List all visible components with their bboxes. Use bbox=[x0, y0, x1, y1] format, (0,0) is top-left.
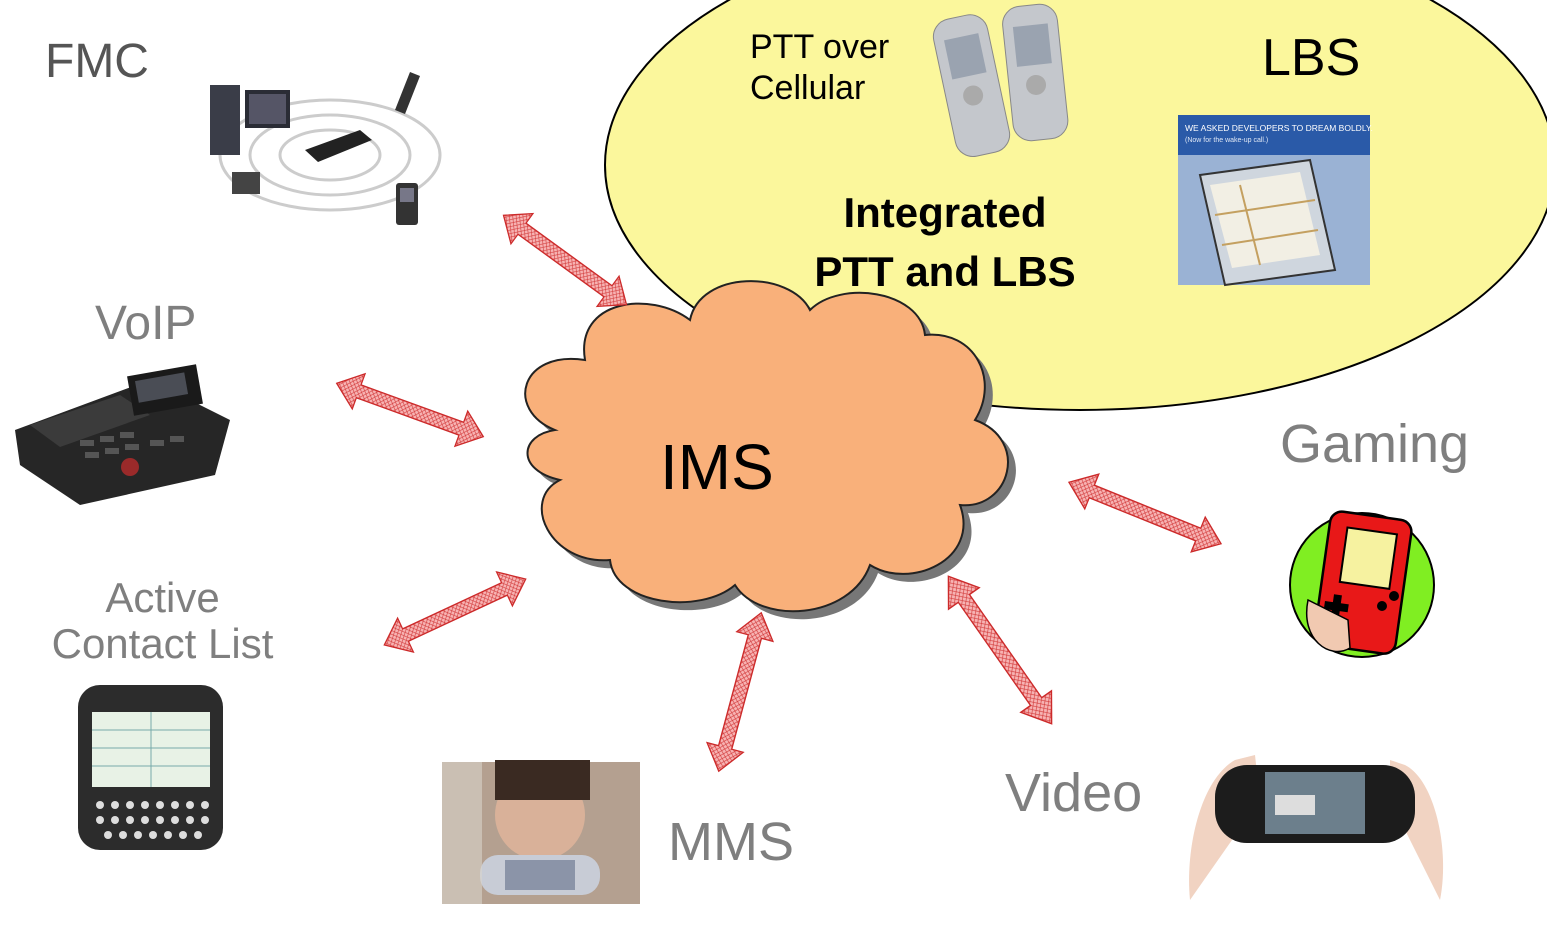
arrow-mms bbox=[700, 607, 780, 777]
voip-label: VoIP bbox=[95, 297, 197, 350]
ptt-over-cellular-label: PTT over Cellular bbox=[750, 27, 889, 110]
lbs-poster-subline: (Now for the wake-up call.) bbox=[1185, 137, 1268, 144]
ims-cloud bbox=[524, 280, 1009, 613]
video-psp-icon bbox=[1189, 755, 1444, 900]
lbs-map-poster: WE ASKED DEVELOPERS TO DREAM BOLDLY. (No… bbox=[1178, 115, 1373, 287]
lbs-poster-headline: WE ASKED DEVELOPERS TO DREAM BOLDLY. bbox=[1185, 123, 1373, 133]
ptt-line-2: Cellular bbox=[750, 69, 866, 108]
fmc-network-icon bbox=[210, 72, 442, 225]
mms-photo bbox=[442, 760, 640, 904]
ptt-line-1: PTT over bbox=[750, 28, 890, 66]
blackberry-icon bbox=[78, 685, 223, 850]
integrated-ptt-lbs-label: Integrated PTT and LBS bbox=[780, 184, 1110, 302]
active-contact-list-line-2: Contact List bbox=[51, 620, 274, 668]
integrated-line-1: Integrated bbox=[843, 189, 1047, 236]
ptt-phones-icon bbox=[932, 3, 1069, 157]
active-contact-list-label: Active Contact List bbox=[35, 574, 290, 668]
mms-label: MMS bbox=[668, 812, 794, 872]
arrow-gaming bbox=[1061, 464, 1229, 562]
active-contact-list-line-1: Active bbox=[105, 574, 220, 621]
ims-label: IMS bbox=[660, 431, 774, 503]
arrow-voip bbox=[329, 365, 491, 455]
lbs-label: LBS bbox=[1262, 29, 1361, 87]
integrated-line-2: PTT and LBS bbox=[814, 247, 1076, 295]
fmc-label: FMC bbox=[45, 35, 149, 88]
arrow-video bbox=[932, 564, 1068, 736]
gaming-label: Gaming bbox=[1280, 414, 1470, 474]
gaming-device-icon bbox=[1289, 510, 1435, 658]
arrow-contact-list bbox=[375, 561, 535, 663]
voip-desk-phone-icon bbox=[15, 364, 230, 505]
video-label: Video bbox=[1005, 763, 1143, 823]
